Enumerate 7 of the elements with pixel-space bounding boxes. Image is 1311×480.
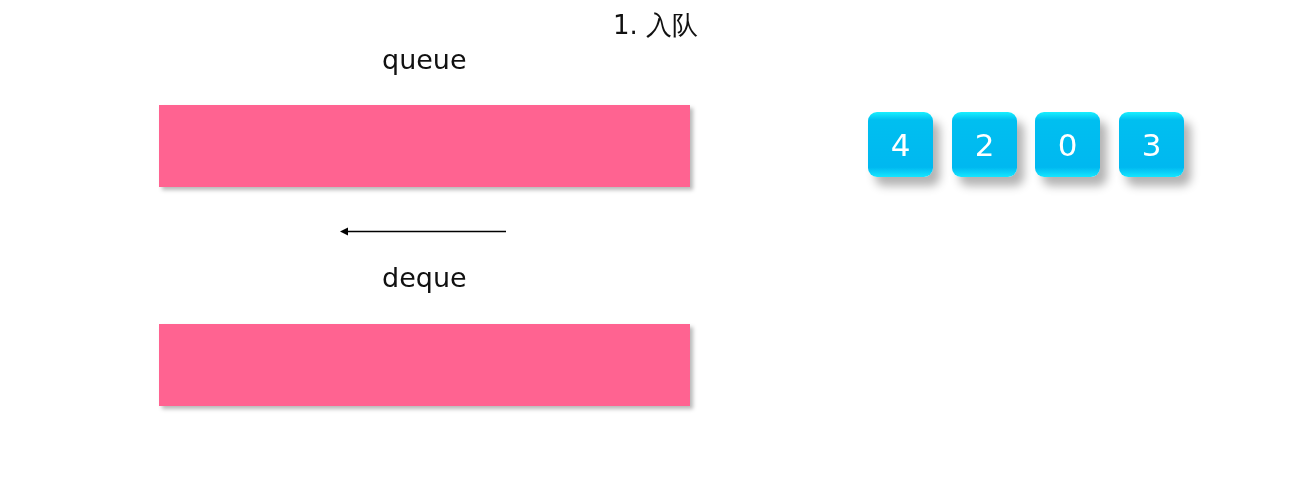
title: 1. 入队: [612, 10, 699, 40]
band-heading: queue: [382, 44, 467, 75]
band-heading: deque: [382, 262, 467, 293]
number-tile: 4: [868, 112, 933, 177]
number-tile: 0: [1035, 112, 1100, 177]
number-tile: 2: [952, 112, 1017, 177]
number-tile: 3: [1119, 112, 1184, 177]
